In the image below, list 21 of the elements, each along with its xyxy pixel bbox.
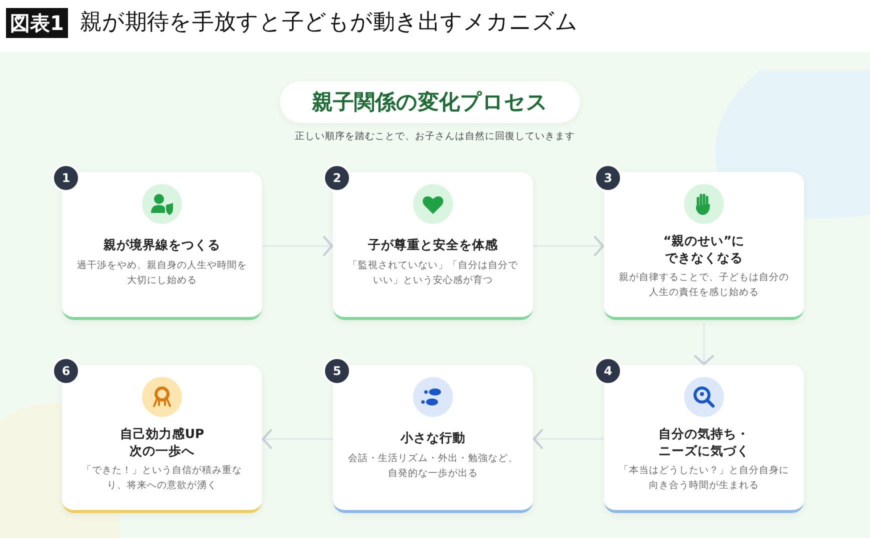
step-title: 子が尊重と安全を体感: [367, 236, 499, 253]
step-title: 自己効力感UP次の一歩へ: [118, 425, 206, 459]
step-description: 会話・生活リズム・外出・勉強など、自発的な一歩が出る: [347, 452, 519, 481]
step-title: “親のせい”にできなくなる: [662, 232, 746, 266]
title-pill: 親子関係の変化プロセス: [280, 81, 580, 123]
step-title: 自分の気持ち・ニーズに気づく: [658, 425, 750, 459]
step-description: 「できた！」という自信が積み重なり、将来への意欲が湧く: [81, 464, 243, 493]
step-title: 小さな行動: [399, 429, 466, 446]
step-description: 「監視されていない」「自分は自分でいい」という安心感が育つ: [347, 259, 519, 288]
subtitle: 正しい順序を踏むことで、お子さんは自然に回復していきます: [294, 130, 576, 143]
chevron-arrow: [694, 323, 714, 366]
chevron-arrow: [533, 236, 604, 256]
chevron-arrow: [532, 428, 604, 450]
step-description: 過干渉をやめ、親自身の人生や時間を大切にし始める: [76, 259, 248, 288]
figure-label: 図表1: [6, 8, 68, 38]
step-title: 親が境界線をつくる: [102, 236, 222, 253]
step-description: 親が自律することで、子どもは自分の人生の責任を感じ始める: [618, 271, 790, 300]
chevron-arrow: [262, 428, 333, 450]
chevron-arrow: [262, 236, 334, 256]
page-title: 親が期待を手放すと子どもが動き出すメカニズム: [80, 10, 578, 36]
step-description: 「本当はどうしたい？」と自分自身に向き合う時間が生まれる: [618, 464, 790, 493]
